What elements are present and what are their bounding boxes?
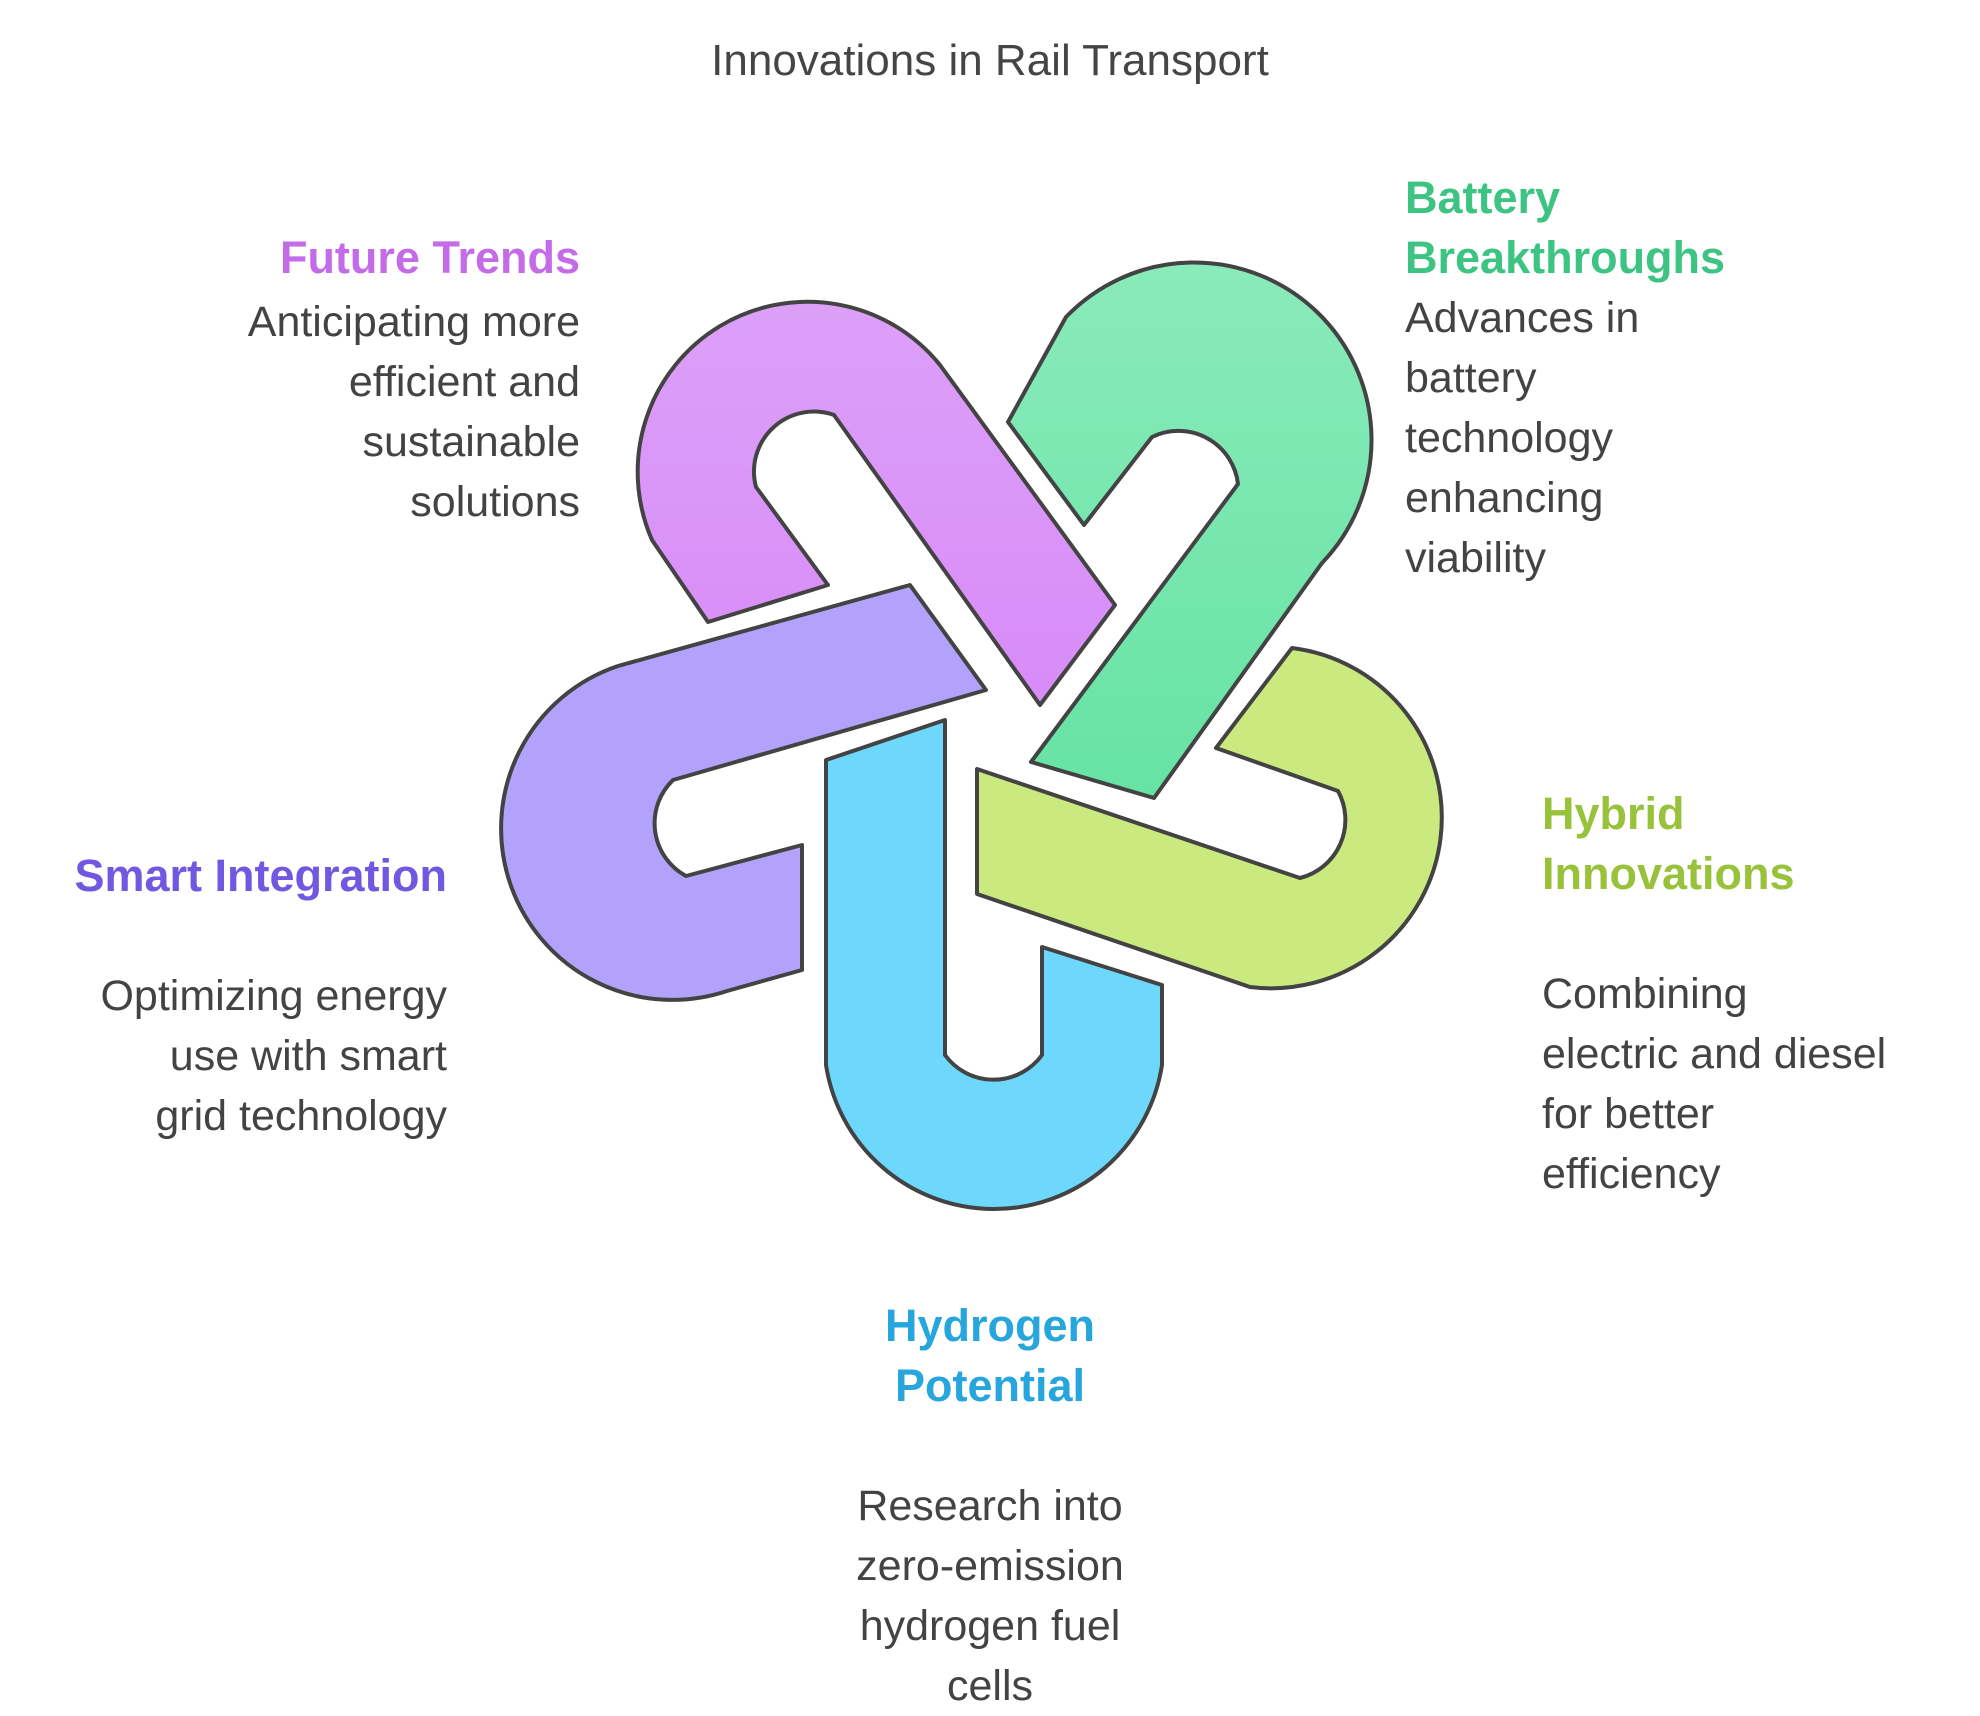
hydrogen-potential-loop bbox=[824, 718, 1164, 1211]
smart-integration-heading: Smart Integration bbox=[74, 850, 447, 901]
hydrogen-potential-block: Hydrogen Potential Research into zero-em… bbox=[770, 1296, 1210, 1716]
hydrogen-potential-heading: Potential bbox=[894, 1360, 1086, 1411]
hybrid-innovations-heading: Hybrid bbox=[1542, 788, 1685, 839]
battery-breakthroughs-line: battery bbox=[1405, 354, 1537, 402]
future-trends-block: Future Trends Anticipating more efficien… bbox=[100, 228, 580, 532]
smart-integration-line: grid technology bbox=[155, 1092, 447, 1140]
hydrogen-potential-line: cells bbox=[946, 1662, 1034, 1710]
future-trends-loop bbox=[635, 299, 1117, 707]
future-trends-line: sustainable bbox=[362, 418, 580, 466]
future-trends-line: solutions bbox=[410, 478, 580, 526]
battery-breakthroughs-line: technology bbox=[1405, 414, 1613, 462]
hybrid-innovations-heading: Innovations bbox=[1542, 848, 1795, 899]
hybrid-innovations-line: for better bbox=[1542, 1090, 1715, 1138]
hydrogen-potential-heading: Hydrogen bbox=[884, 1300, 1095, 1351]
diagram-title: Innovations in Rail Transport bbox=[711, 36, 1269, 85]
future-trends-heading: Future Trends bbox=[279, 232, 580, 283]
hybrid-innovations-line: Combining bbox=[1542, 970, 1748, 1018]
battery-breakthroughs-heading: Battery bbox=[1405, 172, 1561, 223]
smart-integration-loop bbox=[499, 583, 988, 1002]
hybrid-innovations-loop bbox=[975, 646, 1444, 991]
future-trends-line: efficient and bbox=[348, 358, 580, 406]
battery-breakthroughs-block: Battery Breakthroughs Advances in batter… bbox=[1405, 168, 1905, 588]
battery-breakthroughs-loop bbox=[1006, 260, 1374, 800]
battery-breakthroughs-line: viability bbox=[1405, 534, 1546, 582]
smart-integration-line: Optimizing energy bbox=[100, 972, 447, 1020]
smart-integration-block: Smart Integration Optimizing energy use … bbox=[20, 846, 447, 1146]
battery-breakthroughs-line: enhancing bbox=[1405, 474, 1604, 522]
hydrogen-potential-line: zero-emission bbox=[856, 1542, 1124, 1590]
battery-breakthroughs-heading: Breakthroughs bbox=[1405, 232, 1726, 283]
battery-breakthroughs-line: Advances in bbox=[1405, 294, 1640, 342]
hybrid-innovations-line: electric and diesel bbox=[1542, 1030, 1887, 1078]
smart-integration-line: use with smart bbox=[169, 1032, 447, 1080]
hybrid-innovations-block: Hybrid Innovations Combining electric an… bbox=[1542, 784, 1962, 1204]
hydrogen-potential-line: hydrogen fuel bbox=[859, 1602, 1121, 1650]
future-trends-line: Anticipating more bbox=[247, 298, 580, 346]
hybrid-innovations-line: efficiency bbox=[1542, 1150, 1721, 1198]
hydrogen-potential-line: Research into bbox=[857, 1482, 1123, 1530]
